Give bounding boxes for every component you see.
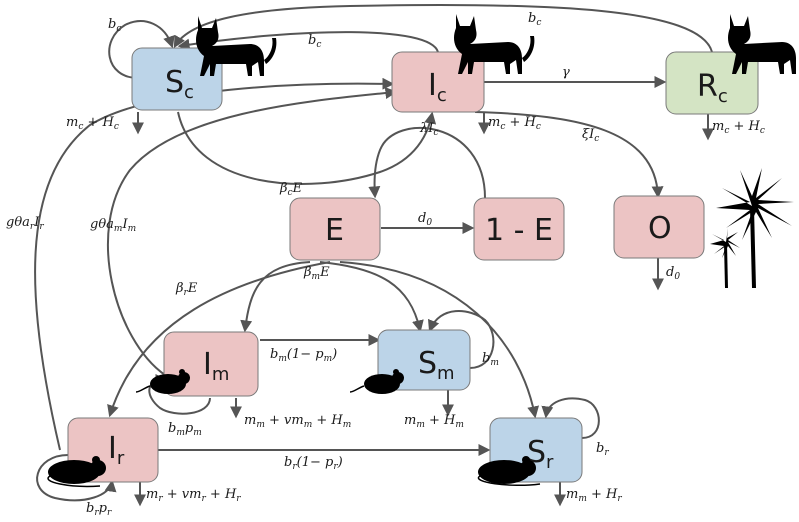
- label-br-1-pr: br(1− pr): [284, 455, 343, 472]
- label-beta-r-e: βrE: [175, 281, 198, 298]
- edge-ic-to-e: [368, 127, 486, 199]
- edge-e-to-im: [240, 261, 311, 333]
- edge-e-to-sr: [339, 261, 540, 419]
- label-bc-rc-to-sc: bc: [528, 11, 541, 28]
- edge-rc-to-sc: [173, 3, 713, 53]
- label-gamma: γ: [562, 65, 570, 80]
- node-sc-box: [131, 47, 223, 111]
- label-beta-c-e: βcE: [279, 181, 303, 198]
- edge-sc-to-ic: [177, 111, 437, 185]
- label-bc-sc-loop: bc: [108, 17, 121, 34]
- label-mm-hr-sr: mm + Hr: [566, 487, 622, 504]
- label-g-theta-am-im: gθamIm: [90, 217, 136, 234]
- label-mc-hc-ic: mc + Hc: [488, 115, 541, 132]
- edge-im-to-ic: [107, 87, 398, 376]
- node-ic-label: Ic: [428, 68, 447, 106]
- cat-icon: [728, 14, 796, 74]
- rat-icon: [47, 456, 106, 488]
- label-g-theta-ar-ir: gθarIr: [6, 215, 44, 232]
- label-d0-o: d0: [666, 265, 680, 282]
- edge-e-to-ir: [107, 261, 331, 418]
- cat-icon: [454, 14, 535, 74]
- label-beta-m-e: βmE: [303, 265, 330, 282]
- label-mr-vmr-hr: mr + vmr + Hr: [146, 487, 241, 504]
- node-sc-label: Sc: [165, 65, 194, 103]
- rat-icon: [477, 456, 541, 487]
- label-br-loop: br: [596, 441, 609, 458]
- edge-ic-to-sc: [177, 31, 439, 53]
- node-one-minus-e: 1 - E: [473, 197, 565, 261]
- node-o-label: O: [648, 211, 672, 246]
- label-mm-hm-sm: mm + Hm: [404, 413, 464, 430]
- cat-icon: [196, 16, 277, 76]
- palm-tree-icon: [710, 228, 740, 288]
- edge-ir-loop: [36, 454, 117, 502]
- edges: [34, 3, 714, 507]
- edge-sr-loop: [541, 397, 600, 439]
- node-o-box: [613, 195, 705, 259]
- node-e: E: [289, 197, 381, 261]
- label-mc-hc-rc: mc + Hc: [712, 119, 765, 136]
- edge-ic-to-o: [474, 111, 664, 199]
- node-e-label: E: [325, 213, 344, 248]
- mouse-icon: [135, 369, 190, 394]
- label-lambda-ic: λIc: [419, 121, 438, 138]
- label-bm-pm: bmpm: [168, 421, 202, 438]
- node-one-minus-e-label: 1 - E: [485, 213, 553, 248]
- node-rc-label: Rc: [697, 69, 728, 107]
- node-one-minus-e-box: [473, 197, 565, 261]
- node-e-box: [289, 197, 381, 261]
- label-mc-hc-sc: mc + Hc: [66, 115, 119, 132]
- label-bm-loop: bm: [482, 351, 499, 368]
- edge-e-to-sm: [319, 261, 424, 333]
- edge-sm-loop: [428, 310, 495, 369]
- node-im-label: Im: [203, 347, 229, 385]
- label-bc-ic-to-sc: bc: [308, 33, 321, 50]
- node-sm-label: Sm: [418, 346, 455, 384]
- edge-sc-loop: [108, 20, 175, 79]
- palm-tree-icon: [716, 168, 794, 288]
- label-xi-ic: ξIc: [582, 127, 599, 144]
- mouse-icon: [349, 369, 404, 394]
- edge-labels: bc bc bc γ λIc ξIc βcE d0 d0 mc + Hc mc …: [6, 11, 765, 518]
- node-ir-label: Ir: [108, 431, 125, 469]
- label-d0-e: d0: [418, 211, 432, 228]
- node-o: O: [613, 195, 705, 259]
- label-bm-1-pm: bm(1− pm): [270, 347, 337, 364]
- label-mm-vmm-hm: mm + vmm + Hm: [244, 413, 351, 430]
- edge-ir-to-ic: [34, 77, 395, 451]
- label-br-pr: brpr: [86, 501, 112, 518]
- node-sc: Sc: [131, 47, 223, 111]
